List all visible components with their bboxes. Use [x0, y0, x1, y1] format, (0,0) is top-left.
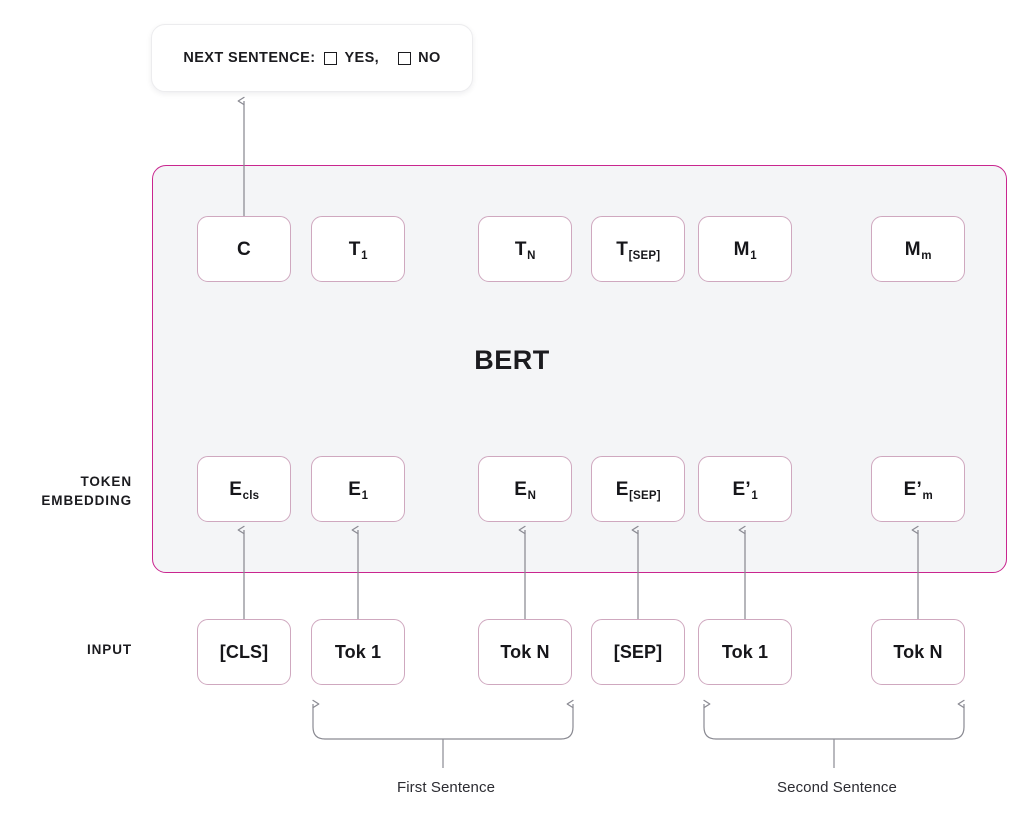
- embedding-cell-3[interactable]: EN: [478, 456, 572, 522]
- output-cell-7-text: Mm: [904, 238, 932, 262]
- next-sentence-option-yes-label: YES,: [344, 50, 380, 66]
- embedding-cell-7-text: E’m: [903, 478, 933, 502]
- embedding-cell-0[interactable]: Ecls: [197, 456, 291, 522]
- output-cell-1-text: T1: [348, 238, 368, 262]
- next-sentence-option-yes[interactable]: YES,: [324, 50, 379, 66]
- embedding-cell-4-text: E[SEP]: [615, 478, 661, 502]
- input-cell-4-text: [SEP]: [613, 642, 663, 662]
- embedding-cell-1-text: E1: [348, 478, 369, 502]
- embedding-cell-1[interactable]: E1: [311, 456, 405, 522]
- output-cell-0[interactable]: C: [197, 216, 291, 282]
- input-cell-3-text: Tok N: [500, 642, 550, 662]
- input-label: INPUT: [87, 642, 132, 657]
- input-cell-7[interactable]: Tok N: [871, 619, 965, 685]
- next-sentence-label: NEXT SENTENCE:: [183, 50, 316, 66]
- first-sentence-caption: First Sentence: [396, 779, 496, 796]
- input-cell-0-text: [CLS]: [219, 642, 269, 662]
- first-sentence-bracket: [312, 699, 574, 768]
- token-embedding-label-line1: TOKEN: [80, 474, 132, 489]
- second-sentence-caption: Second Sentence: [777, 779, 897, 796]
- embedding-cell-4[interactable]: E[SEP]: [591, 456, 685, 522]
- output-cell-5-text: M1: [733, 238, 757, 262]
- input-cell-3[interactable]: Tok N: [478, 619, 572, 685]
- bert-title: BERT: [474, 345, 550, 375]
- embedding-cell-0-text: Ecls: [229, 478, 260, 502]
- input-cell-5-text: Tok 1: [721, 642, 769, 662]
- output-cell-0-text: C: [237, 238, 251, 260]
- next-sentence-option-no-label: NO: [418, 50, 441, 66]
- next-sentence-box: NEXT SENTENCE: YES, NO: [151, 24, 473, 92]
- output-cell-4[interactable]: T[SEP]: [591, 216, 685, 282]
- embedding-cell-3-text: EN: [514, 478, 537, 502]
- token-embedding-label: TOKEN EMBEDDING: [0, 473, 132, 511]
- input-cell-5[interactable]: Tok 1: [698, 619, 792, 685]
- embedding-cell-7[interactable]: E’m: [871, 456, 965, 522]
- token-embedding-label-line2: EMBEDDING: [41, 492, 132, 508]
- output-cell-3[interactable]: TN: [478, 216, 572, 282]
- embedding-cell-5-text: E’1: [732, 478, 758, 502]
- embedding-cell-5[interactable]: E’1: [698, 456, 792, 522]
- output-cell-7[interactable]: Mm: [871, 216, 965, 282]
- output-cell-1[interactable]: T1: [311, 216, 405, 282]
- checkbox-icon[interactable]: [398, 51, 412, 65]
- output-cell-3-text: TN: [514, 238, 536, 262]
- output-cell-5[interactable]: M1: [698, 216, 792, 282]
- input-cell-0[interactable]: [CLS]: [197, 619, 291, 685]
- next-sentence-option-no[interactable]: NO: [398, 50, 441, 66]
- second-sentence-bracket: [703, 699, 965, 768]
- output-cell-4-text: T[SEP]: [616, 238, 661, 262]
- input-cell-1[interactable]: Tok 1: [311, 619, 405, 685]
- bert-panel: [152, 165, 1007, 573]
- input-cell-4[interactable]: [SEP]: [591, 619, 685, 685]
- checkbox-icon[interactable]: [324, 51, 338, 65]
- input-cell-7-text: Tok N: [893, 642, 943, 662]
- input-cell-1-text: Tok 1: [334, 642, 382, 662]
